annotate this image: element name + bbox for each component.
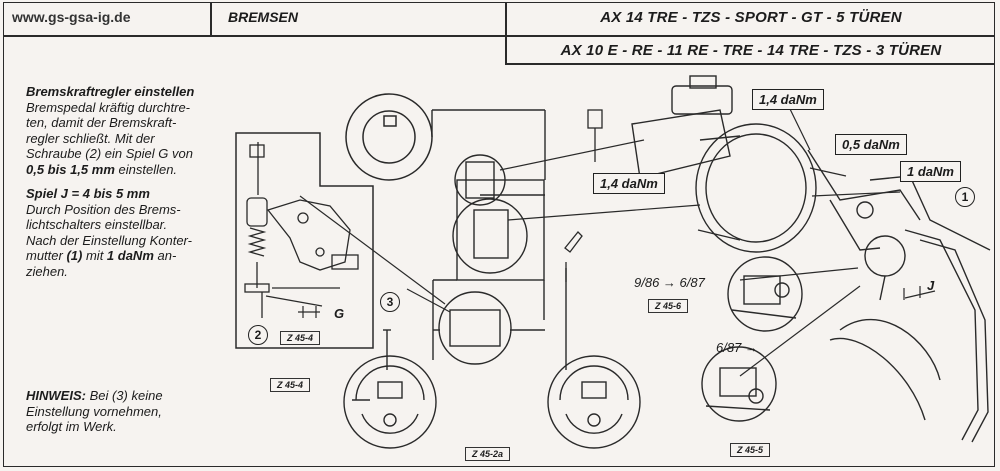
torque-label-master: 1,4 daNm	[752, 89, 824, 110]
pedal-switch-detail	[564, 109, 603, 282]
instructions-fragment: mutter	[26, 248, 67, 263]
header-divider	[3, 35, 995, 37]
torque-label-booster: 1,4 daNm	[593, 173, 665, 194]
section-title: BREMSEN	[228, 9, 299, 25]
play-g-value: 0,5 bis 1,5 mm	[26, 161, 115, 177]
magnified-detail-lower	[701, 346, 777, 422]
instructions-fragment: mit	[82, 248, 107, 263]
callout-1: 1	[955, 187, 975, 207]
note-fragment: Bei (3) keine	[85, 388, 163, 403]
note-line: HINWEIS: Bei (3) keine	[26, 388, 163, 404]
instructions-line: ziehen.	[26, 263, 68, 279]
play-j-marks	[903, 286, 921, 300]
model-divider	[505, 63, 995, 65]
instructions-fragment: an-	[153, 248, 177, 263]
page-frame	[3, 2, 995, 467]
play-g-letter: G	[334, 306, 345, 321]
callout-3: 3	[380, 292, 400, 312]
rear-drum-left	[343, 355, 437, 449]
instructions-line: Schraube (2) ein Spiel G von	[26, 146, 193, 161]
model-line-2: AX 10 E - RE - 11 RE - TRE - 14 TRE - TZ…	[560, 42, 942, 59]
play-g-marks	[298, 306, 320, 318]
note-block: HINWEIS: Bei (3) keine Einstellung vorne…	[26, 388, 163, 435]
play-j-letter: J	[927, 278, 935, 293]
torque-label-pedal: 1 daNm	[900, 161, 961, 182]
figure-ref-lower-detail: Z 45-5	[730, 443, 771, 457]
instructions-title: Bremskraftregler einstellen	[26, 84, 195, 99]
header-split-left	[210, 2, 212, 36]
pedal-assembly	[829, 175, 991, 443]
instructions-line: mutter (1) mit 1 daNm an-	[26, 248, 194, 264]
play-j-title: Spiel J = 4 bis 5 mm	[26, 186, 150, 201]
note-line: erfolgt im Werk.	[26, 419, 117, 434]
instructions-line: Bremspedal kräftig durchtre-	[26, 99, 191, 115]
date-range-upper: 9/86 → 6/87	[634, 275, 705, 290]
figure-ref-drum: Z 45-2a	[465, 447, 511, 461]
instructions-fragment: einstellen.	[114, 161, 178, 177]
figure-ref-upper-detail: Z 45-6	[648, 299, 689, 313]
torque-label-bracket: 0,5 daNm	[835, 134, 907, 155]
note-label: HINWEIS:	[26, 388, 86, 403]
header-split-right	[505, 2, 507, 64]
leader-lines	[299, 108, 936, 377]
figure-ref-left: Z 45-4	[270, 378, 311, 392]
website-url: www.gs-gsa-ig.de	[12, 9, 131, 25]
model-line-1: AX 14 TRE - TZS - SPORT - GT - 5 TÜREN	[600, 9, 902, 26]
locknut-torque: 1 daNm	[106, 248, 154, 263]
instructions-line: Durch Position des Brems-	[26, 201, 181, 217]
regulator-mechanism	[244, 142, 359, 318]
brake-lines	[383, 109, 567, 370]
instructions-line: ten, damit der Bremskraft-	[26, 115, 177, 130]
rear-drum-right	[547, 355, 641, 449]
reservoir-circle	[345, 93, 433, 181]
figure-ref-detail: Z 45-4	[280, 331, 321, 345]
note-line: Einstellung vornehmen,	[26, 403, 162, 419]
regulator-detail-box	[235, 132, 374, 349]
locknut-ref: (1)	[66, 248, 83, 263]
master-cylinder-booster	[631, 75, 921, 253]
instructions-line: 0,5 bis 1,5 mm einstellen.	[26, 162, 194, 178]
instructions-line: Nach der Einstellung Konter-	[26, 232, 192, 248]
instructions-line: regler schließt. Mit der	[26, 130, 155, 146]
magnified-detail-upper	[727, 256, 803, 332]
instructions-block: Bremskraftregler einstellen Bremspedal k…	[26, 84, 194, 279]
instructions-line: lichtschalters einstellbar.	[26, 217, 168, 232]
date-range-lower: 6/87 →	[716, 340, 758, 355]
callout-2: 2	[248, 325, 268, 345]
